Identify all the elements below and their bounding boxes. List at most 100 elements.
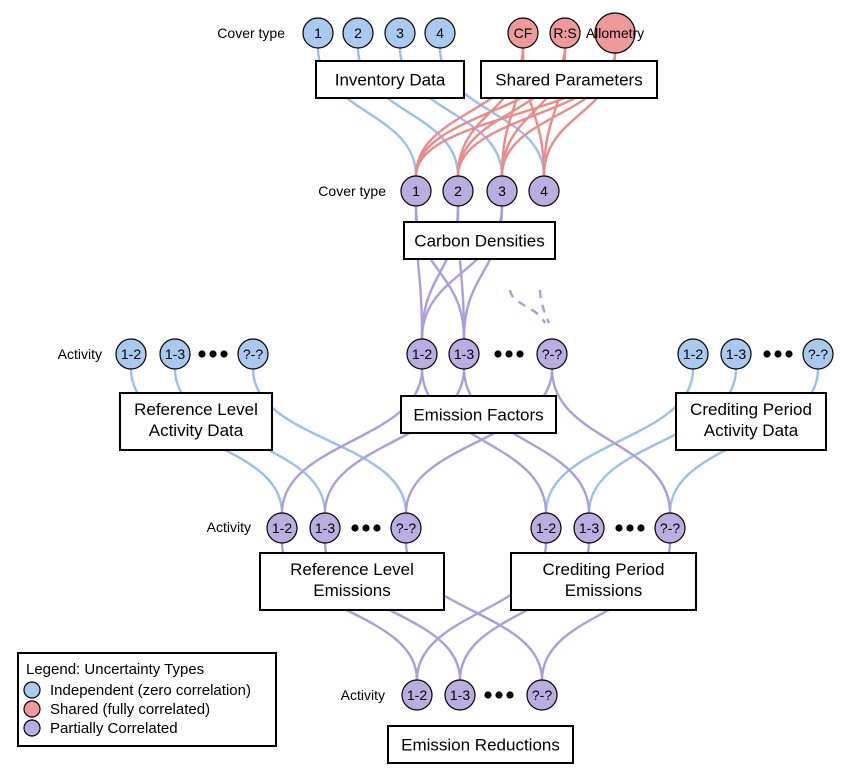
cp-emissions-node (654, 512, 686, 544)
cp-emissions-node-label: ?-? (660, 520, 680, 536)
cp-emissions-node-label: 1-3 (579, 520, 599, 536)
rl-emissions-node-label: 1-2 (272, 520, 292, 536)
cp-activity-node-label: 1-3 (726, 346, 746, 362)
inventory-node (384, 17, 416, 49)
cp-emissions-node (573, 512, 605, 544)
rl-emissions-label: Emissions (313, 581, 390, 600)
cp-emissions-label: Emissions (565, 581, 642, 600)
ellipsis-dot (516, 350, 524, 358)
rl-emissions-node (390, 512, 422, 544)
cp-activity-node (720, 338, 752, 370)
cp-activity-node-label: 1-2 (683, 346, 703, 362)
cp-activity-data-box (675, 392, 827, 451)
ellipsis-dot (373, 524, 381, 532)
cp-activity-node (802, 338, 834, 370)
activity-label-mid: Activity (207, 519, 251, 535)
legend-box (17, 652, 277, 747)
rl-activity-data-label: Reference Level (134, 400, 258, 419)
ef-to-rl-emissions-line (404, 368, 554, 514)
legend-partial-label: Partially Correlated (50, 720, 178, 737)
ef-node (406, 338, 438, 370)
emission-reductions-box (387, 725, 574, 764)
shared-node-label: R:S (553, 25, 576, 41)
legend-partial-icon (23, 719, 41, 737)
inventory-node (424, 17, 456, 49)
ef-unknown-dashed-line (538, 289, 551, 324)
rl-activity-node (237, 338, 269, 370)
rl-emissions-box (259, 552, 445, 611)
legend: Legend: Uncertainty Types Independent (z… (17, 652, 277, 747)
inventory-data-label: Inventory Data (335, 71, 446, 90)
activity-label-bottom: Activity (341, 687, 385, 703)
reductions-node-label: ?-? (532, 687, 552, 703)
ellipsis-dot (220, 350, 228, 358)
ellipsis-dot (484, 691, 492, 699)
reductions-node (401, 679, 433, 711)
shared-node (507, 17, 539, 49)
rl-emissions-node-label: ?-? (396, 520, 416, 536)
shared-parameters-box (480, 60, 658, 99)
cp-emissions-node (530, 512, 562, 544)
emission-reductions-label: Emission Reductions (401, 736, 560, 755)
ef-to-cp-emissions-line (550, 368, 672, 514)
carbon-node (442, 175, 474, 207)
inventory-node-label: 1 (314, 25, 322, 41)
inventory-node-label: 4 (436, 25, 444, 41)
shared-node (594, 12, 636, 54)
legend-independent-icon (23, 681, 41, 699)
rl-activity-data-box (119, 392, 273, 451)
reductions-node-label: 1-3 (450, 687, 470, 703)
rl-activity-node-label: ?-? (243, 346, 263, 362)
cp-emissions-node-label: 1-2 (536, 520, 556, 536)
legend-shared-label: Shared (fully correlated) (50, 701, 210, 718)
cp-activity-data-label: Activity Data (704, 421, 799, 440)
ellipsis-dot (495, 691, 503, 699)
ef-to-cp-emissions-line (462, 368, 591, 514)
ellipsis-dot (637, 524, 645, 532)
ellipsis-dot (494, 350, 502, 358)
ellipsis-dot (774, 350, 782, 358)
cp-emissions-box (510, 552, 697, 611)
reductions-node (444, 679, 476, 711)
ef-to-rl-emissions-line (323, 368, 466, 514)
inventory-node-label: 2 (354, 25, 362, 41)
cp-activity-to-emissions-line (544, 368, 695, 514)
ef-to-cp-emissions-line (420, 368, 548, 514)
cp-activity-node (677, 338, 709, 370)
carbon-node (528, 175, 560, 207)
legend-title: Legend: Uncertainty Types (26, 661, 204, 678)
carbon-node (486, 175, 518, 207)
emission-factors-label: Emission Factors (413, 406, 543, 425)
rl-emissions-node (266, 512, 298, 544)
ef-node (448, 338, 480, 370)
cp-activity-data-label: Crediting Period (690, 400, 812, 419)
rl-emissions-node (309, 512, 341, 544)
carbon-node-label: 3 (498, 183, 506, 199)
carbon-node (400, 175, 432, 207)
inventory-node (302, 17, 334, 49)
ef-node-label: 1-2 (412, 346, 432, 362)
legend-independent-label: Independent (zero correlation) (50, 682, 251, 699)
emission-factors-box (400, 395, 557, 434)
reductions-node-label: 1-2 (407, 687, 427, 703)
ellipsis-dot (763, 350, 771, 358)
ellipsis-dot (626, 524, 634, 532)
ellipsis-dot (198, 350, 206, 358)
shared-parameters-label: Shared Parameters (495, 71, 642, 90)
ef-to-rl-emissions-line (280, 368, 424, 514)
rl-activity-node-label: 1-2 (121, 346, 141, 362)
inventory-node (342, 17, 374, 49)
rl-activity-node (115, 338, 147, 370)
carbon-densities-box (403, 221, 556, 260)
ellipsis-dot (209, 350, 217, 358)
ellipsis-dot (785, 350, 793, 358)
ellipsis-dots (198, 350, 793, 699)
ef-node-label: 1-3 (454, 346, 474, 362)
carbon-node-label: 4 (540, 183, 548, 199)
ef-unknown-dashed-line (508, 289, 547, 324)
inventory-data-box (315, 60, 465, 99)
ef-node (536, 338, 568, 370)
rl-emissions-node-label: 1-3 (315, 520, 335, 536)
